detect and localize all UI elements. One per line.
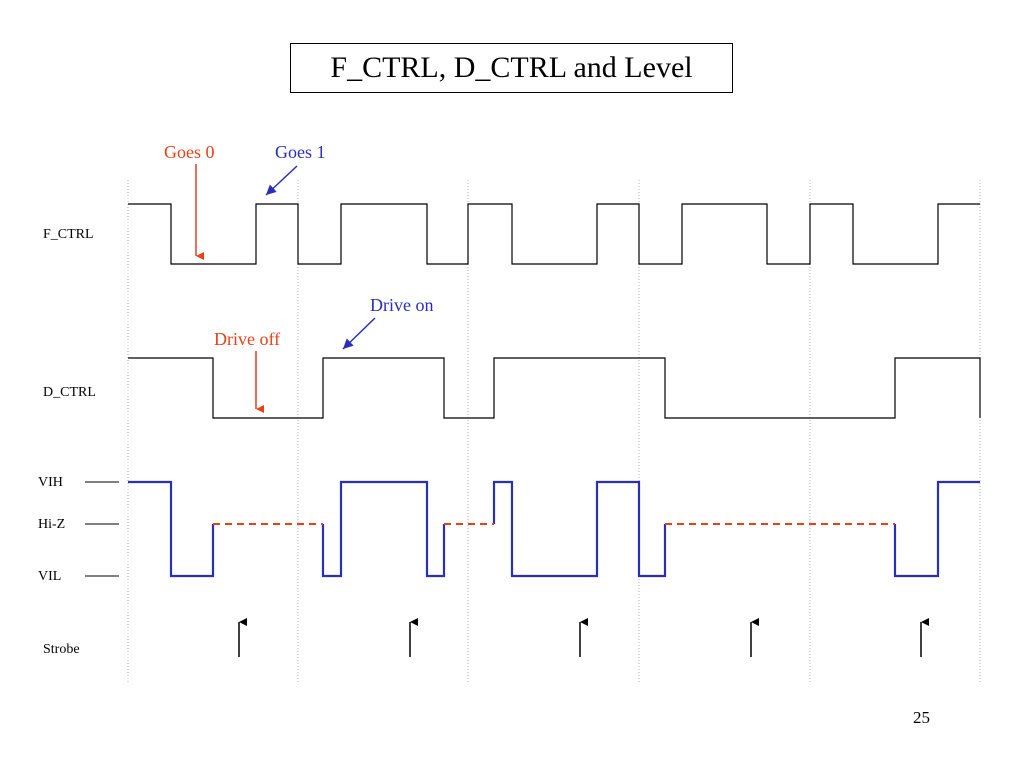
f-ctrl-waveform: [128, 203, 980, 265]
goes-1-annotation: Goes 1: [275, 142, 326, 162]
level-segment: [321, 480, 446, 578]
goes-1-arrow: [265, 165, 298, 196]
d-ctrl-label: D_CTRL: [43, 385, 96, 400]
d-ctrl-waveform: [128, 357, 981, 419]
slide-title: F_CTRL, D_CTRL and Level: [290, 43, 733, 93]
drive-off-annotation: Drive off: [214, 329, 280, 349]
level-waveform: [128, 480, 980, 578]
goes-0-annotation: Goes 0: [164, 142, 215, 162]
vil-label: VIL: [38, 569, 61, 584]
drive-on-arrow: [342, 317, 376, 350]
strobe-label: Strobe: [43, 642, 80, 657]
level-segment: [893, 480, 980, 578]
level-segment: [128, 480, 215, 578]
vih-label: VIH: [38, 475, 63, 490]
page-number: 25: [913, 708, 930, 727]
strobe-arrows: [238, 618, 929, 657]
f-ctrl-label: F_CTRL: [43, 227, 94, 242]
level-ticks: [85, 481, 119, 577]
level-segment: [492, 480, 667, 578]
drive-on-annotation: Drive on: [370, 295, 433, 315]
hiz-label: Hi-Z: [38, 517, 65, 532]
